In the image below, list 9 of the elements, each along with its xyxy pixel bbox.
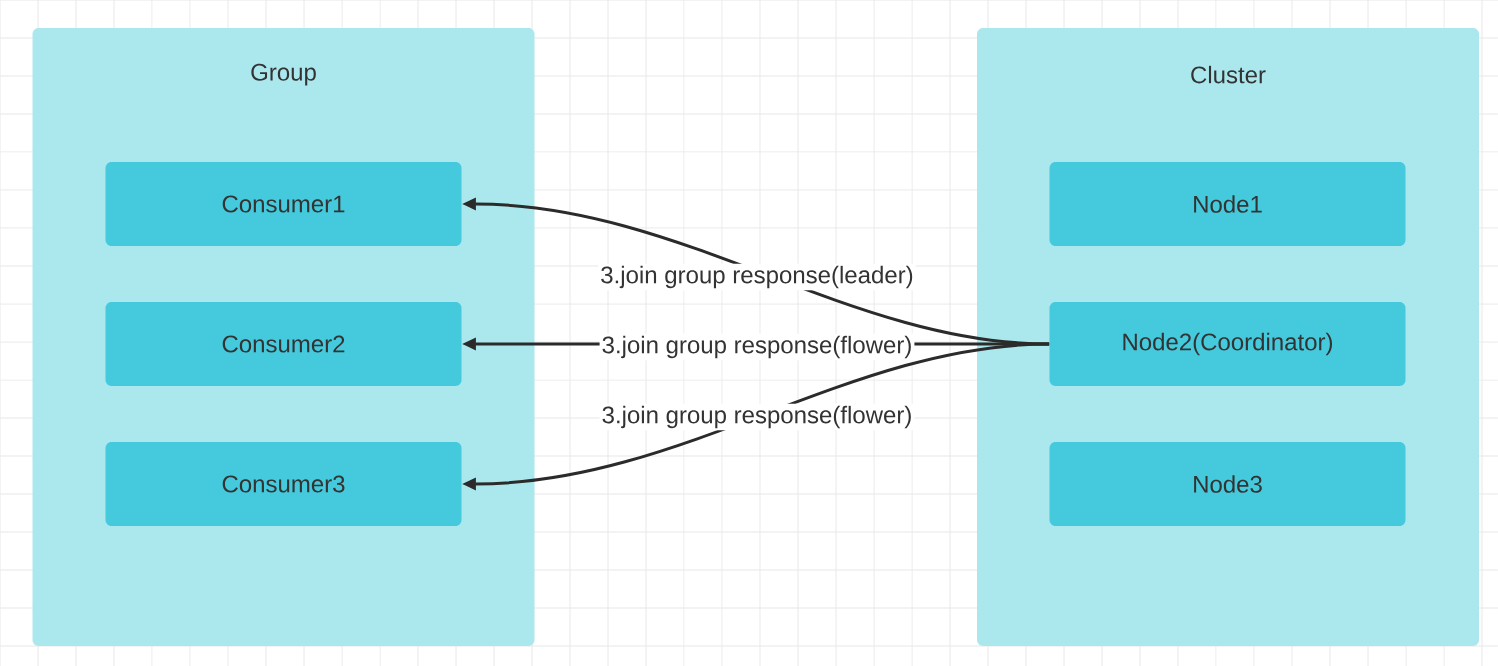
process-box: Node2(Coordinator) [1049, 302, 1406, 386]
edge-label: 3.join group response(leader) [598, 263, 916, 291]
process-box: Node1 [1049, 162, 1406, 246]
edge-label: 3.join group response(flower) [599, 333, 915, 361]
process-box: Node3 [1049, 442, 1406, 526]
process-box: Consumer1 [105, 162, 462, 246]
process-box: Consumer3 [105, 442, 462, 526]
process-box: Consumer2 [105, 302, 462, 386]
edge-label: 3.join group response(flower) [599, 403, 915, 431]
